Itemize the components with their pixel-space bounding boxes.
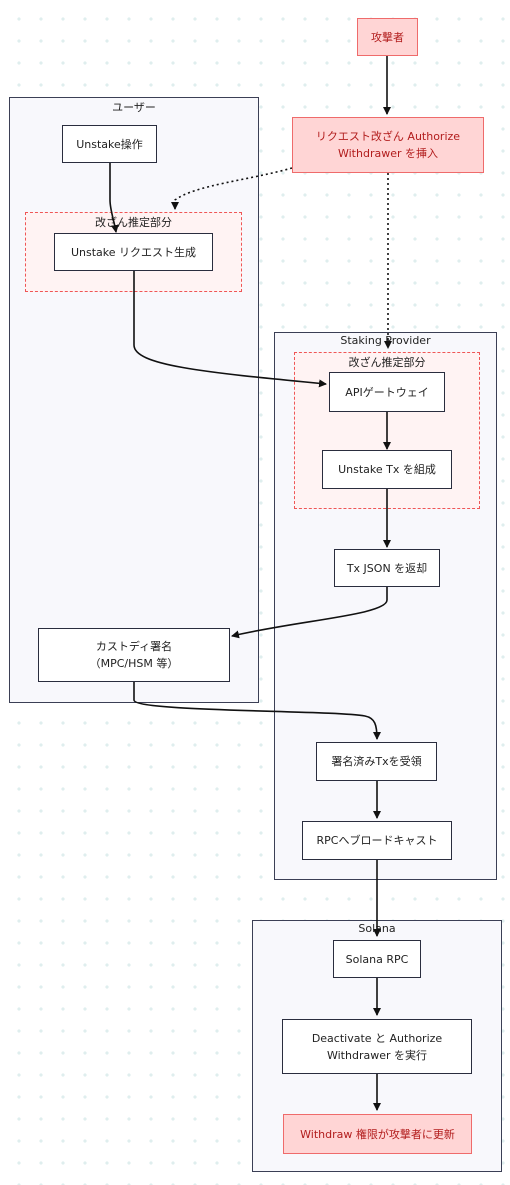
- edge-json-custody: [231, 587, 388, 639]
- group-provider-title: Staking Provider: [340, 334, 431, 347]
- group-provider-tamper-title: 改ざん推定部分: [348, 356, 426, 369]
- node-custody-signing: カストディ署名（MPC/HSM 等）: [38, 628, 230, 682]
- node-api-gateway: APIゲートウェイ: [329, 372, 445, 412]
- group-user: ユーザー: [9, 97, 259, 703]
- node-execute-deactivate: Deactivate と Authorize Withdrawer を実行: [282, 1019, 472, 1074]
- node-request-tampering: リクエスト改ざん Authorize Withdrawer を挿入: [292, 117, 484, 173]
- node-withdraw-updated: Withdraw 権限が攻撃者に更新: [283, 1114, 472, 1154]
- node-unstake-operation: Unstake操作: [62, 125, 157, 163]
- node-unstake-request: Unstake リクエスト生成: [54, 233, 213, 271]
- edge-inject-user-tamper: [171, 167, 293, 210]
- node-receive-signed-tx: 署名済みTxを受領: [316, 742, 437, 781]
- node-broadcast-rpc: RPCへブロードキャスト: [302, 821, 452, 860]
- node-attacker: 攻撃者: [357, 18, 418, 56]
- edge-custody-signed: [133, 682, 381, 740]
- node-solana-rpc: Solana RPC: [333, 940, 421, 978]
- node-build-unstake-tx: Unstake Tx を組成: [322, 450, 452, 489]
- group-user-title: ユーザー: [112, 101, 156, 114]
- node-return-tx-json: Tx JSON を返却: [334, 549, 440, 587]
- edge-unstake-op-req: [109, 163, 119, 233]
- edge-req-api: [133, 271, 327, 388]
